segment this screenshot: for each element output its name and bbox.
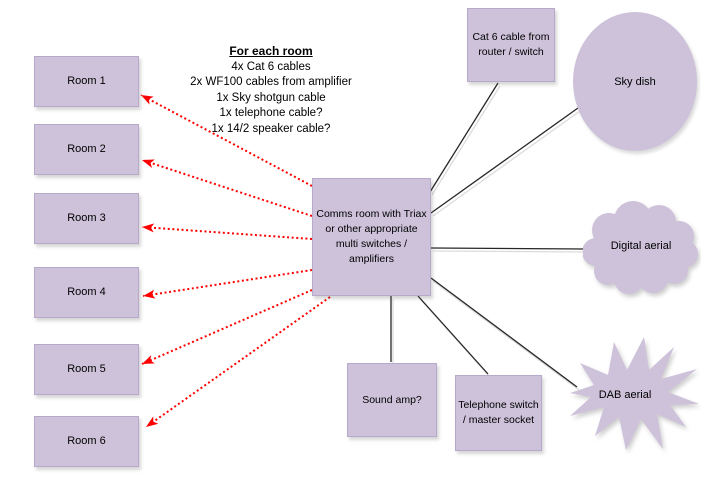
sound-amp-label: Sound amp?	[362, 393, 422, 406]
room-4-box: Room 4	[34, 267, 139, 318]
room-5-box: Room 5	[34, 344, 139, 395]
sky-dish-label: Sky dish	[614, 75, 656, 88]
arrow-comms-to-room3	[141, 223, 313, 240]
black-connector-lines	[390, 82, 585, 388]
dab-aerial-starburst: DAB aerial	[564, 337, 700, 452]
telephone-switch-box: Telephone switch / master socket	[455, 375, 542, 451]
line-comms-to-dab-aerial	[430, 277, 578, 388]
room-6-label: Room 6	[67, 435, 106, 447]
room-5-label: Room 5	[67, 363, 106, 375]
arrow-comms-to-room4	[142, 269, 313, 299]
red-dotted-arrows	[140, 94, 331, 428]
room-3-label: Room 3	[67, 212, 106, 224]
notes-item: 1x telephone cable?	[219, 107, 323, 119]
cat6-cable-label: Cat 6 cable from router / switch	[472, 31, 550, 58]
digital-aerial-cloud: Digital aerial	[583, 198, 699, 294]
arrow-comms-to-room6	[145, 296, 331, 428]
notes-item: 4x Cat 6 cables	[231, 60, 311, 73]
line-comms-to-sky-dish	[430, 107, 579, 214]
dab-aerial-label: DAB aerial	[598, 388, 652, 401]
room-3-box: Room 3	[34, 193, 139, 244]
comms-room-box: Comms room with Triax or other appropria…	[312, 178, 431, 296]
notes-item: 2x WF100 cables from amplifier	[190, 76, 352, 88]
arrow-comms-to-room2	[141, 159, 313, 217]
telephone-switch-label: Telephone switch / master socket	[458, 399, 539, 426]
line-comms-to-telephone	[417, 295, 489, 375]
room-6-box: Room 6	[34, 416, 139, 467]
for-each-room-notes: For each room 4x Cat 6 cables 2x WF100 c…	[168, 44, 374, 137]
notes-item: 1x 14/2 speaker cable?	[211, 122, 331, 135]
line-comms-to-cat6	[429, 82, 499, 193]
room-2-box: Room 2	[34, 124, 139, 175]
arrow-comms-to-room1	[140, 94, 313, 187]
arrow-comms-to-room5	[141, 289, 313, 365]
line-comms-to-digital-aerial	[430, 247, 585, 250]
comms-room-label: Comms room with Triax or other appropria…	[316, 208, 427, 265]
notes-heading: For each room	[229, 44, 313, 58]
room-1-label: Room 1	[67, 75, 106, 87]
starburst-shape	[570, 337, 699, 450]
sky-dish-ellipse: Sky dish	[573, 12, 697, 151]
digital-aerial-label: Digital aerial	[610, 240, 672, 252]
room-2-label: Room 2	[67, 143, 106, 155]
cat6-cable-box: Cat 6 cable from router / switch	[467, 8, 555, 82]
notes-item: 1x Sky shotgun cable	[216, 91, 326, 104]
room-4-label: Room 4	[67, 286, 106, 298]
sound-amp-box: Sound amp?	[347, 363, 437, 437]
room-1-box: Room 1	[34, 56, 139, 107]
cloud-shape	[583, 201, 698, 294]
